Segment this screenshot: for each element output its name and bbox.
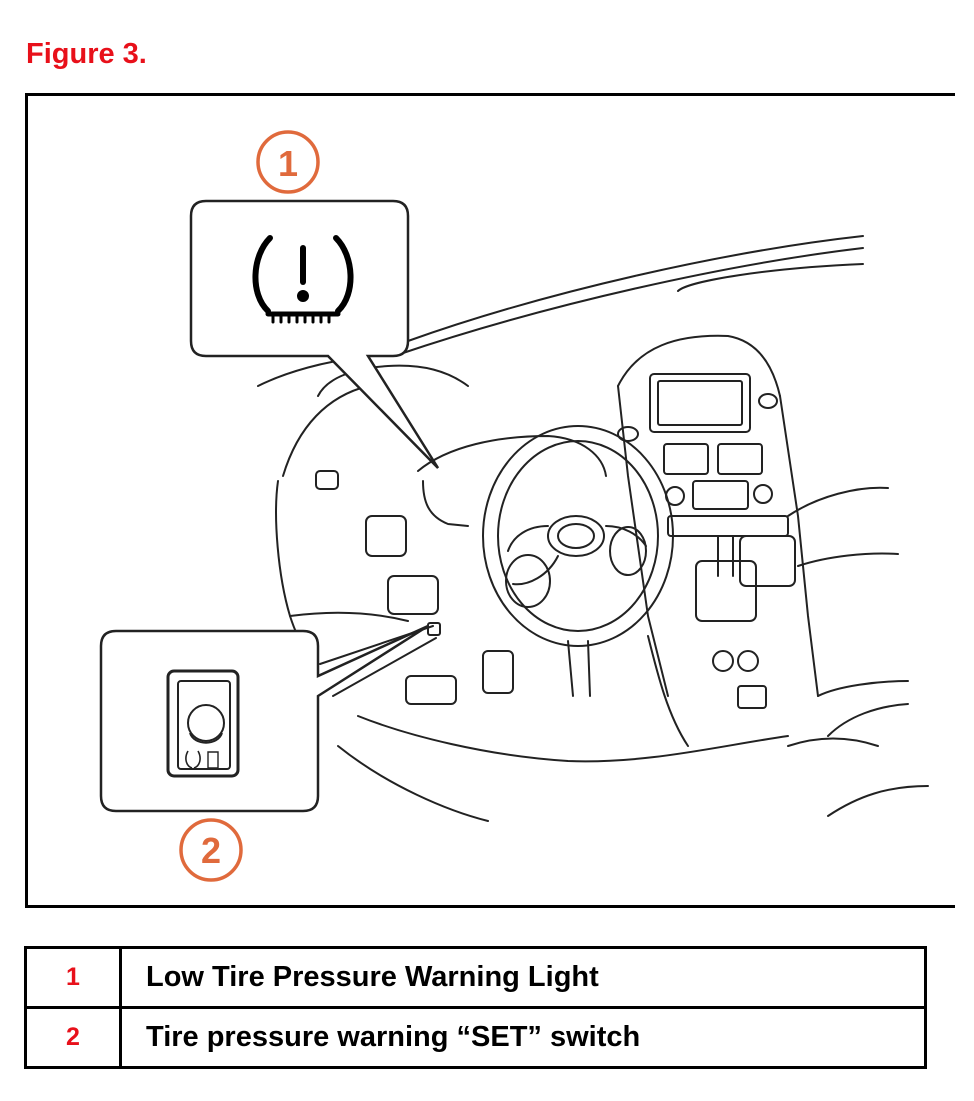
callout-1-circle	[256, 130, 320, 194]
callout-2-bubble	[99, 624, 429, 813]
callout-1-number: 1	[278, 143, 298, 184]
shifter-panel	[695, 560, 757, 622]
callout-2-circle	[179, 818, 243, 882]
dash-top-line-3	[677, 263, 864, 292]
figure-title: Figure 3.	[26, 38, 147, 70]
legend-label: Tire pressure warning “SET” switch	[119, 1006, 927, 1069]
dash-top-line-2	[399, 247, 864, 355]
legend-number: 2	[24, 1006, 122, 1069]
center-display	[649, 373, 751, 433]
callout-2-number: 2	[201, 830, 221, 871]
legend-table: 1 Low Tire Pressure Warning Light 2 Tire…	[24, 946, 927, 1069]
steering-wheel	[482, 425, 674, 647]
legend-number: 1	[24, 946, 122, 1009]
figure-illustration: 1 2	[25, 93, 955, 908]
legend-row: 1 Low Tire Pressure Warning Light	[24, 946, 927, 1009]
legend-row: 2 Tire pressure warning “SET” switch	[24, 1006, 927, 1069]
set-switch-icon	[166, 669, 240, 778]
legend-label: Low Tire Pressure Warning Light	[119, 946, 927, 1009]
callout-1-bubble	[189, 199, 440, 469]
dash-top-line-1	[407, 235, 864, 342]
tire-pressure-warning-icon	[252, 235, 354, 324]
dashboard-illustration: 1 2	[99, 130, 929, 882]
